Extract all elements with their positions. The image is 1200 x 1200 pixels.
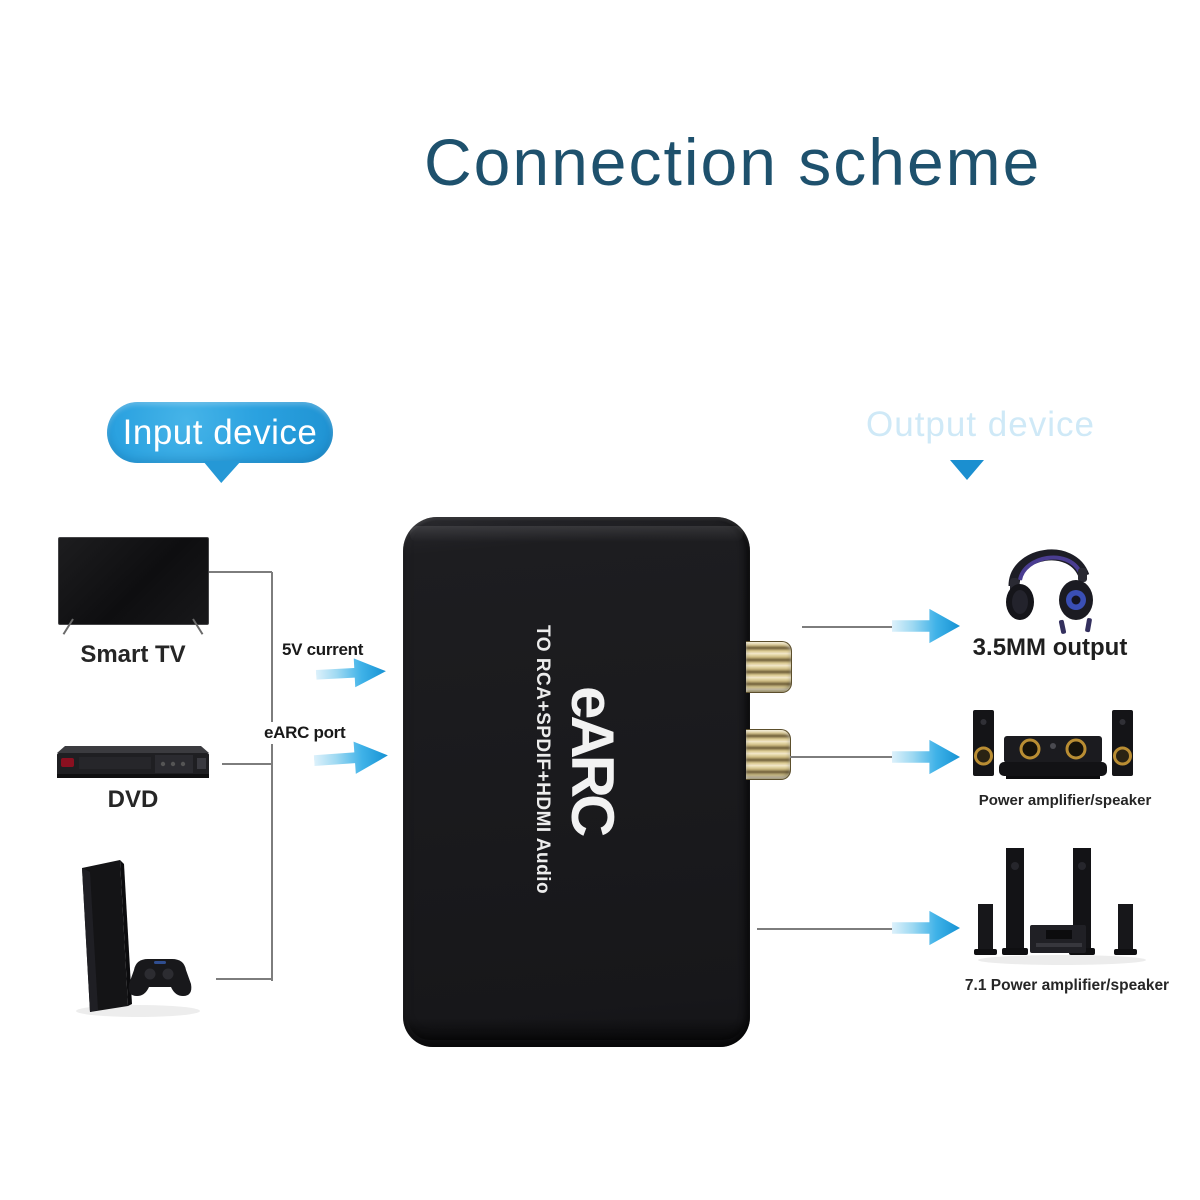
headphones-image bbox=[1006, 549, 1093, 634]
dvd-connector-line bbox=[222, 763, 272, 765]
ps4-connector-line bbox=[216, 978, 272, 980]
input-bubble-tail-pointer bbox=[203, 461, 241, 483]
headphones-connector-line bbox=[802, 626, 893, 628]
page-title: Connection scheme bbox=[424, 125, 1042, 199]
input-device-bubble-label: Input device bbox=[122, 412, 318, 452]
flow-arrow-theater-icon bbox=[892, 910, 960, 946]
earc-converter-device: eARC TO RCA+SPDIF+HDMI Audio bbox=[403, 517, 750, 1047]
rca-connector-top bbox=[746, 641, 792, 693]
input-device-bubble: Input device bbox=[107, 402, 333, 463]
flow-arrow-amplifier-icon bbox=[892, 739, 960, 775]
device-subtitle-text: TO RCA+SPDIF+HDMI Audio bbox=[531, 625, 553, 895]
output-device-label: Output device bbox=[866, 405, 1095, 444]
theater-connector-line bbox=[757, 928, 893, 930]
output-pointer-triangle-icon bbox=[950, 460, 984, 480]
tv-connector-line bbox=[209, 571, 272, 573]
smart-tv-caption: Smart TV bbox=[80, 641, 186, 668]
home-theater-caption: 7.1 Power amplifier/speaker bbox=[964, 977, 1170, 994]
5v-current-label: 5V current bbox=[279, 639, 367, 661]
earc-port-label: eARC port bbox=[261, 722, 349, 744]
device-brand-text: eARC bbox=[558, 686, 626, 834]
ps4-console-image bbox=[76, 860, 200, 1017]
input-bus-line bbox=[271, 572, 273, 981]
device-print: eARC TO RCA+SPDIF+HDMI Audio bbox=[403, 495, 750, 1025]
rca-connector-bottom bbox=[746, 729, 791, 780]
amplifier-connector-line bbox=[790, 756, 893, 758]
headphones-caption: 3.5MM output bbox=[972, 634, 1128, 661]
smart-tv-image bbox=[58, 537, 209, 625]
dvd-caption: DVD bbox=[107, 786, 159, 813]
dvd-player-image bbox=[57, 746, 209, 778]
speaker-system-caption: Power amplifier/speaker bbox=[978, 792, 1152, 809]
speaker-system-image bbox=[973, 710, 1133, 779]
home-theater-image bbox=[974, 848, 1146, 965]
